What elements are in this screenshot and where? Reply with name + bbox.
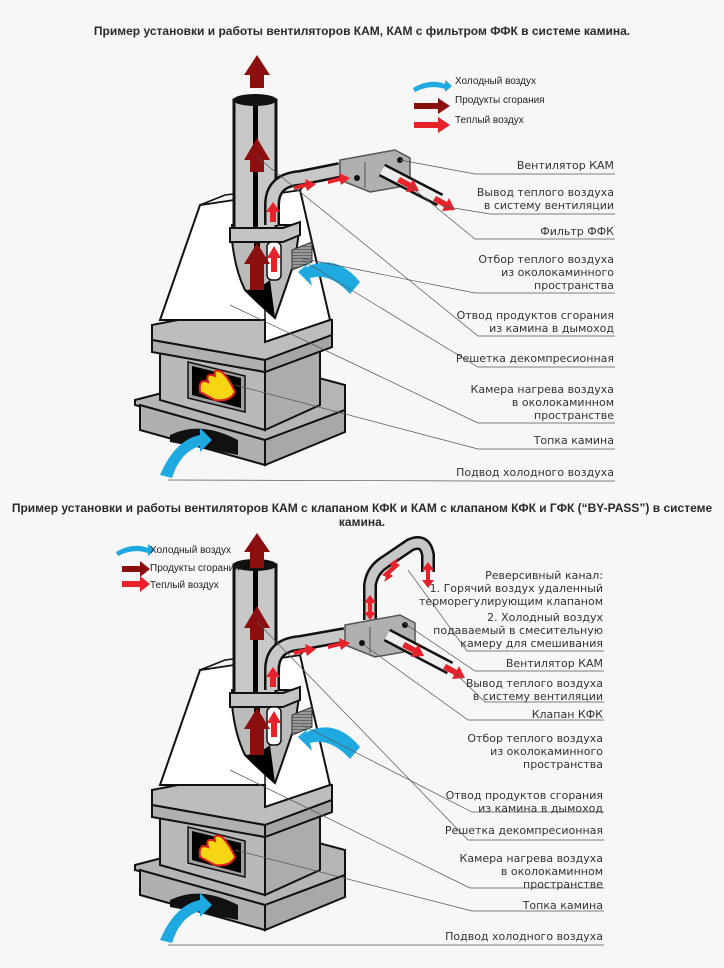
label-fan-kam: Вентилятор КАМ (516, 159, 614, 172)
diagram-1-title: Пример установки и работы вентиляторов К… (93, 24, 631, 38)
bidirectional-arrow-icon (364, 595, 376, 620)
warm-air-arrow-icon (294, 179, 316, 191)
combustion-arrow-icon (244, 606, 270, 640)
label-heating-chamber: Камера нагрева воздуха в околокаминном п… (470, 383, 614, 422)
label-cold-air-supply: Подвод холодного воздуха (456, 466, 614, 479)
combustion-legend-label: Продукты сгорания (455, 95, 545, 106)
label-filter-ffk: Фильтр ФФК (540, 225, 614, 238)
label-firebox: Топка камина (533, 434, 614, 447)
cold-air-arrow-icon (160, 428, 212, 478)
warm-air-arrow-icon (266, 667, 280, 687)
label-firebox-2: Топка камина (522, 899, 603, 912)
label-reversible-channel: Реверсивный канал: 1. Горячий воздух уда… (418, 569, 603, 608)
warm-air-arrow-icon (443, 664, 465, 679)
flow-arrows-2 (160, 533, 465, 943)
warm-air-arrow-icon (294, 644, 316, 656)
warm-air-arrow-icon (267, 711, 281, 737)
label-fan-kam-2: Вентилятор КАМ (505, 657, 603, 670)
leader-lines-2 (168, 569, 604, 946)
label-warm-air-output: Вывод теплого воздуха в систему вентиляц… (476, 186, 614, 212)
leader-lines-1 (167, 156, 615, 482)
combustion-arrow-icon (244, 138, 270, 172)
label-cold-air-supply-2: Подвод холодного воздуха (445, 930, 603, 943)
warm-air-arrow-icon (328, 173, 350, 185)
combustion-arrow-icon (244, 533, 270, 568)
bidirectional-arrow-icon (382, 558, 400, 582)
warm-air-legend-label: Теплый воздух (455, 115, 524, 126)
combustion-arrow-icon (244, 708, 270, 755)
cold-air-legend-label: Холодный воздух (150, 545, 231, 556)
bidirectional-arrow-icon (422, 562, 434, 588)
label-combustion-exhaust-2: Отвод продуктов сгорания из камина в дым… (445, 789, 603, 815)
combustion-arrow-icon (244, 55, 270, 88)
warm-air-arrow-icon (267, 246, 281, 272)
warm-air-arrow-icon (328, 638, 350, 650)
flame-icon (198, 369, 237, 402)
fireplace-2 (134, 536, 454, 932)
label-warm-air-intake: Отбор теплого воздуха из околокаминного … (478, 253, 614, 292)
warm-air-arrow-icon (397, 177, 419, 192)
label-warm-air-intake-2: Отбор теплого воздуха из околокаминного … (467, 732, 603, 771)
warm-air-legend-label: Теплый воздух (150, 580, 219, 591)
flow-arrows-1 (160, 55, 455, 478)
cold-air-arrow-icon (160, 893, 212, 943)
cold-air-arrow-icon (298, 725, 360, 759)
label-decompression-grille: Решетка декомпресионная (455, 352, 614, 365)
label-heating-chamber-2: Камера нагрева воздуха в околокаминном п… (459, 852, 603, 891)
label-cold-air-mixing: 2. Холодный воздух подаваемый в смесител… (433, 611, 603, 650)
label-valve-kfk: Клапан КФК (531, 708, 603, 721)
combustion-arrow-icon (244, 243, 270, 290)
combustion-legend-label: Продукты сгорания (150, 563, 240, 574)
warm-air-arrow-icon (266, 202, 280, 222)
label-combustion-exhaust: Отвод продуктов сгорания из камина в дым… (456, 309, 614, 335)
diagram-2-title: Пример установки и работы вентиляторов К… (11, 501, 713, 529)
cold-air-legend-label: Холодный воздух (455, 76, 536, 87)
label-warm-air-output-2: Вывод теплого воздуха в систему вентиляц… (465, 677, 603, 703)
flame-icon (198, 834, 237, 867)
warm-air-arrow-icon (402, 642, 424, 657)
label-decompression-grille-2: Решетка декомпресионная (444, 824, 603, 837)
fireplace-1 (134, 94, 444, 467)
